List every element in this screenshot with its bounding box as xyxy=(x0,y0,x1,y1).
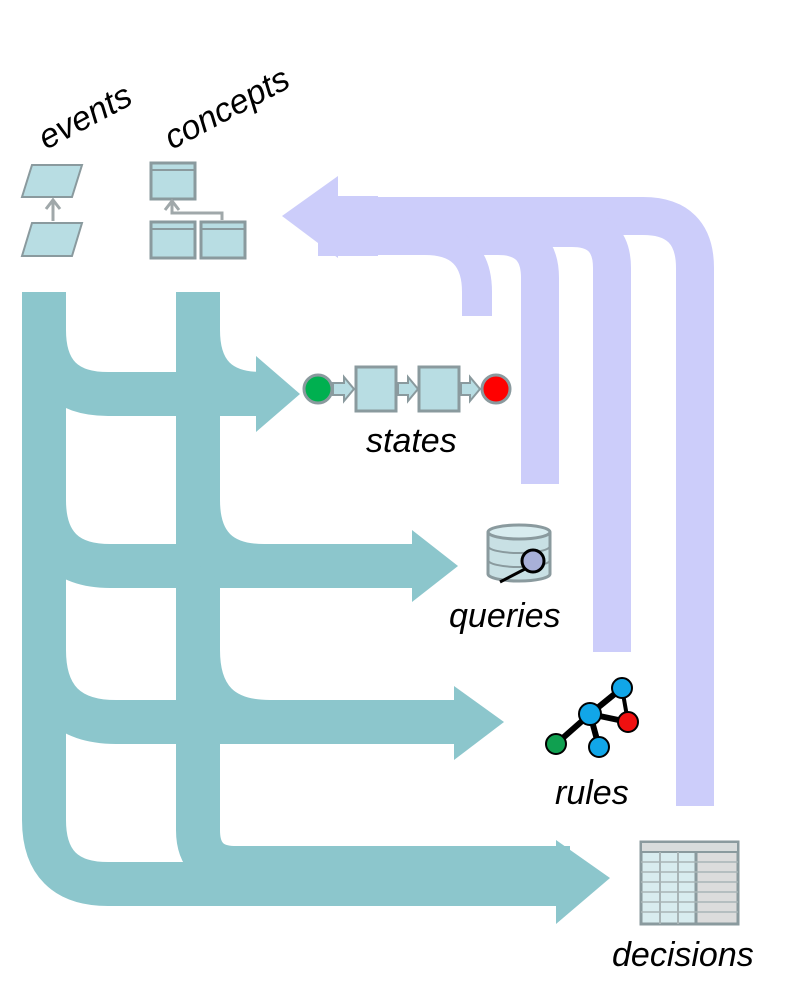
database-top xyxy=(486,523,552,541)
feedback-flow-from-queries xyxy=(320,217,559,484)
database-search-icon xyxy=(486,523,552,584)
branch-to-rules-concepts xyxy=(176,649,462,744)
feedback-flow-from-decisions xyxy=(320,197,714,806)
rule-node-top xyxy=(611,677,633,699)
event-link-arrowhead xyxy=(44,197,62,210)
state-box-2 xyxy=(417,365,461,413)
rule-node-bottom xyxy=(588,736,610,758)
concepts-icon xyxy=(149,161,247,260)
states-icon xyxy=(302,365,512,413)
events-icon xyxy=(20,164,84,257)
branch-to-queries-events xyxy=(22,499,420,588)
start-state-node xyxy=(302,373,334,405)
feedback-flows xyxy=(282,176,714,806)
state-transition-arrow-2 xyxy=(397,374,420,404)
branch-to-states-events xyxy=(22,329,270,416)
event-shape-bottom xyxy=(20,222,84,257)
magnifier-handle xyxy=(499,567,526,584)
arrow-to-queries xyxy=(412,530,458,602)
decisions-label: decisions xyxy=(612,936,754,974)
database-ring-2 xyxy=(487,559,551,568)
rules-tree-icon xyxy=(545,677,639,758)
branch-to-queries-concepts xyxy=(176,499,420,588)
feedback-arrow-shaft xyxy=(318,196,378,256)
concept-link xyxy=(170,203,224,220)
concepts-trunk xyxy=(176,292,570,890)
data-flows xyxy=(22,292,610,924)
rule-node-red xyxy=(617,711,639,733)
decision-table-icon xyxy=(639,840,740,926)
concept-box-top xyxy=(149,161,197,201)
decisions-arrow-shaft xyxy=(520,846,560,906)
events-trunk xyxy=(22,292,570,906)
event-shape-top xyxy=(20,164,84,198)
branch-to-rules-events xyxy=(22,649,462,744)
feedback-flow-from-rules xyxy=(320,209,631,652)
state-transition-arrow-3 xyxy=(460,374,482,404)
rule-node-center xyxy=(578,702,602,726)
concepts-label: concepts xyxy=(158,60,296,157)
concept-box-bottom-left xyxy=(149,220,197,260)
database-ring-1 xyxy=(487,545,551,554)
arrow-to-rules xyxy=(454,686,504,760)
feedback-flow-from-states xyxy=(320,225,492,316)
queries-label: queries xyxy=(449,597,561,635)
state-box-1 xyxy=(354,365,398,413)
rules-label: rules xyxy=(555,774,629,812)
arrow-to-decisions xyxy=(556,840,610,924)
concept-box-bottom-right xyxy=(199,220,247,260)
events-label: events xyxy=(32,76,138,157)
decision-table-header xyxy=(640,841,739,853)
decision-table-row-lines xyxy=(641,861,738,913)
end-state-node xyxy=(480,373,512,405)
arrow-to-states xyxy=(256,356,300,432)
rule-node-green xyxy=(545,733,567,755)
concept-link-arrowhead xyxy=(163,198,181,211)
decision-table-result-column xyxy=(694,840,740,926)
states-label: states xyxy=(366,422,457,460)
magnifier-lens xyxy=(520,548,546,574)
state-transition-arrow-1 xyxy=(332,374,356,404)
